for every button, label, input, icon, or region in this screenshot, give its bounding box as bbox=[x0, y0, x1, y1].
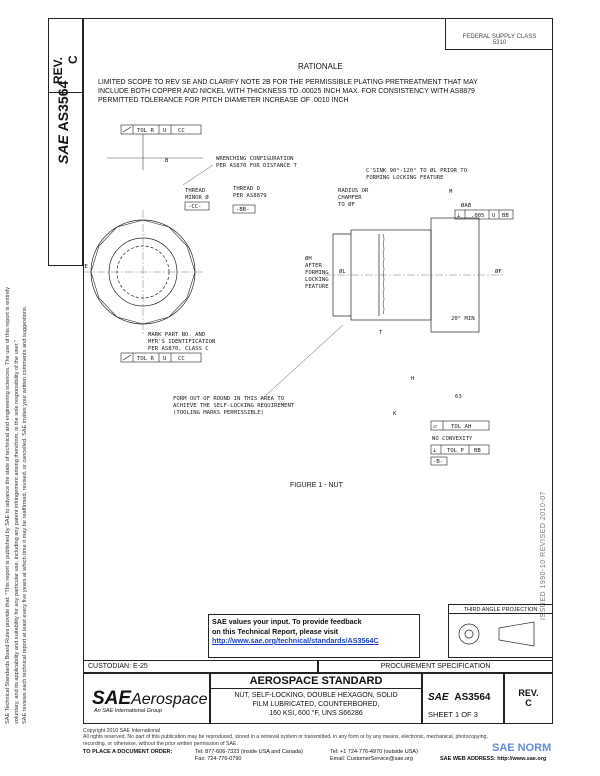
svg-text:ACHIEVE THE SELF-LOCKING REQUI: ACHIEVE THE SELF-LOCKING REQUIREMENT bbox=[173, 403, 295, 409]
svg-text:RADIUS OR: RADIUS OR bbox=[338, 188, 369, 194]
svg-text:CC: CC bbox=[178, 128, 185, 134]
svg-text:THREAD: THREAD bbox=[185, 188, 206, 194]
svg-text:ØAB: ØAB bbox=[461, 202, 472, 209]
svg-text:CHAMFER: CHAMFER bbox=[338, 195, 362, 201]
svg-text:TOL R: TOL R bbox=[137, 356, 154, 362]
sae-web-address[interactable]: SAE WEB ADDRESS: http://www.sae.org bbox=[440, 756, 547, 762]
svg-text:ØH: ØH bbox=[305, 255, 312, 262]
footer: Copyright 2010 SAE International All rig… bbox=[83, 728, 488, 747]
figure-caption: FIGURE 1 - NUT bbox=[290, 482, 343, 489]
rev-value-vertical: C bbox=[66, 55, 80, 64]
svg-text:ØF: ØF bbox=[495, 268, 502, 275]
nut-front-view bbox=[83, 210, 203, 334]
svg-text:PER AS870 FOR DISTANCE T: PER AS870 FOR DISTANCE T bbox=[216, 163, 297, 169]
svg-text:⊥: ⊥ bbox=[457, 213, 461, 219]
svg-text:PER AS870, CLASS C: PER AS870, CLASS C bbox=[148, 346, 209, 352]
svg-text:MARK PART NO. AND: MARK PART NO. AND bbox=[148, 332, 206, 338]
fcf-bottom: TOL R U CC bbox=[120, 352, 202, 363]
side-note-line-3: SAE reviews each technical report at lea… bbox=[22, 305, 29, 724]
svg-text:AFTER: AFTER bbox=[305, 263, 322, 269]
side-legal-note: SAE Technical Standards Board Rules prov… bbox=[4, 24, 30, 724]
issue-dates: ISSUED 1990-10 REVISED 2010-07 bbox=[540, 490, 547, 620]
nut-side-view bbox=[323, 217, 503, 333]
svg-text:(TOOLING MARKS PERMISSIBLE): (TOOLING MARKS PERMISSIBLE) bbox=[173, 410, 264, 416]
svg-text:ØL: ØL bbox=[339, 268, 346, 275]
svg-text:FEATURE: FEATURE bbox=[305, 284, 329, 290]
svg-text:NO CONVEXITY: NO CONVEXITY bbox=[432, 436, 473, 442]
svg-text:ØE: ØE bbox=[83, 263, 88, 270]
watermark: SAE NORM bbox=[492, 742, 552, 754]
svg-text:FORMING: FORMING bbox=[305, 270, 329, 276]
svg-text:U: U bbox=[492, 213, 495, 219]
svg-text:PER AS8879: PER AS8879 bbox=[233, 193, 267, 199]
svg-text:U: U bbox=[163, 128, 166, 134]
svg-text:⊥: ⊥ bbox=[433, 448, 437, 454]
projection-box: THIRD ANGLE PROJECTION bbox=[448, 604, 553, 658]
svg-text:LOCKING: LOCKING bbox=[305, 277, 329, 283]
custodian: CUSTODIAN: E-25 bbox=[83, 660, 318, 673]
svg-text:TOL R: TOL R bbox=[137, 128, 154, 134]
svg-text:.005: .005 bbox=[471, 213, 484, 219]
fcf-top: TOL R U CC bbox=[120, 124, 202, 135]
svg-text:H: H bbox=[411, 376, 414, 382]
feedback-link[interactable]: http://www.sae.org/technical/standards/A… bbox=[212, 636, 379, 645]
svg-text:⏥: ⏥ bbox=[433, 424, 438, 430]
svg-text:-B-: -B- bbox=[433, 459, 443, 465]
svg-text:TOL P: TOL P bbox=[447, 448, 464, 454]
svg-text:FORMING LOCKING FEATURE: FORMING LOCKING FEATURE bbox=[366, 175, 444, 181]
doc-id-column bbox=[48, 18, 83, 266]
svg-text:TOL AH: TOL AH bbox=[451, 424, 471, 430]
svg-text:CC: CC bbox=[178, 356, 185, 362]
svg-text:T: T bbox=[379, 330, 383, 336]
doc-number-box: SAE AS3564 SHEET 1 OF 3 bbox=[422, 673, 504, 724]
svg-text:FORM OUT OF ROUND IN THIS AREA: FORM OUT OF ROUND IN THIS AREA TO bbox=[173, 396, 285, 402]
fcf-ab: ⊥ .005 U BB bbox=[454, 209, 514, 220]
svg-text:-CC-: -CC- bbox=[188, 204, 201, 210]
feedback-box: SAE values your input. To provide feedba… bbox=[208, 614, 420, 658]
doc-id-vertical: SAE AS3564 bbox=[55, 80, 71, 164]
svg-text:C'SINK 90°-120° TO ØL PRIOR TO: C'SINK 90°-120° TO ØL PRIOR TO bbox=[366, 167, 468, 174]
sae-aerospace-logo: SAEAerospace bbox=[92, 688, 208, 709]
title-box: AEROSPACE STANDARD NUT, SELF-LOCKING, DO… bbox=[210, 673, 422, 724]
sae-logo-box: SAEAerospace An SAE International Group bbox=[83, 673, 210, 724]
svg-text:MINOR Ø: MINOR Ø bbox=[185, 194, 209, 201]
svg-text:U: U bbox=[163, 356, 166, 362]
svg-text:M: M bbox=[449, 189, 453, 195]
procurement-spec: PROCUREMENT SPECIFICATION bbox=[318, 660, 553, 673]
svg-text:BB: BB bbox=[502, 213, 509, 219]
svg-text:B: B bbox=[165, 158, 169, 164]
rationale-text: LIMITED SCOPE TO REV SE AND CLARIFY NOTE… bbox=[98, 79, 478, 104]
svg-text:20° MIN: 20° MIN bbox=[451, 316, 475, 322]
svg-text:TO ØF: TO ØF bbox=[338, 201, 355, 208]
svg-text:WRENCHING CONFIGURATION: WRENCHING CONFIGURATION bbox=[216, 156, 293, 162]
side-note-line-2: voluntary, and its applicability and sui… bbox=[13, 340, 20, 724]
svg-text:THREAD D: THREAD D bbox=[233, 186, 261, 192]
federal-supply-box: FEDERAL SUPPLY CLASS 5310 bbox=[445, 18, 553, 50]
side-note-line-1: SAE Technical Standards Board Rules prov… bbox=[5, 286, 11, 724]
svg-text:63: 63 bbox=[455, 394, 462, 400]
fcf-p: ⊥ TOL P BB bbox=[430, 444, 490, 455]
fcf-ah: ⏥ TOL AH bbox=[430, 420, 490, 431]
rev-box: REV. C bbox=[504, 673, 553, 724]
svg-text:MFR'S IDENTIFICATION: MFR'S IDENTIFICATION bbox=[148, 339, 215, 345]
projection-symbol-icon bbox=[458, 621, 535, 647]
nut-drawing: TOL R U CC B WRENCHING CONFIGURATION PER… bbox=[83, 124, 514, 466]
svg-text:BB: BB bbox=[474, 448, 481, 454]
svg-text:-BB-: -BB- bbox=[236, 207, 249, 213]
svg-text:K: K bbox=[393, 411, 397, 417]
rationale-title: RATIONALE bbox=[298, 62, 343, 71]
